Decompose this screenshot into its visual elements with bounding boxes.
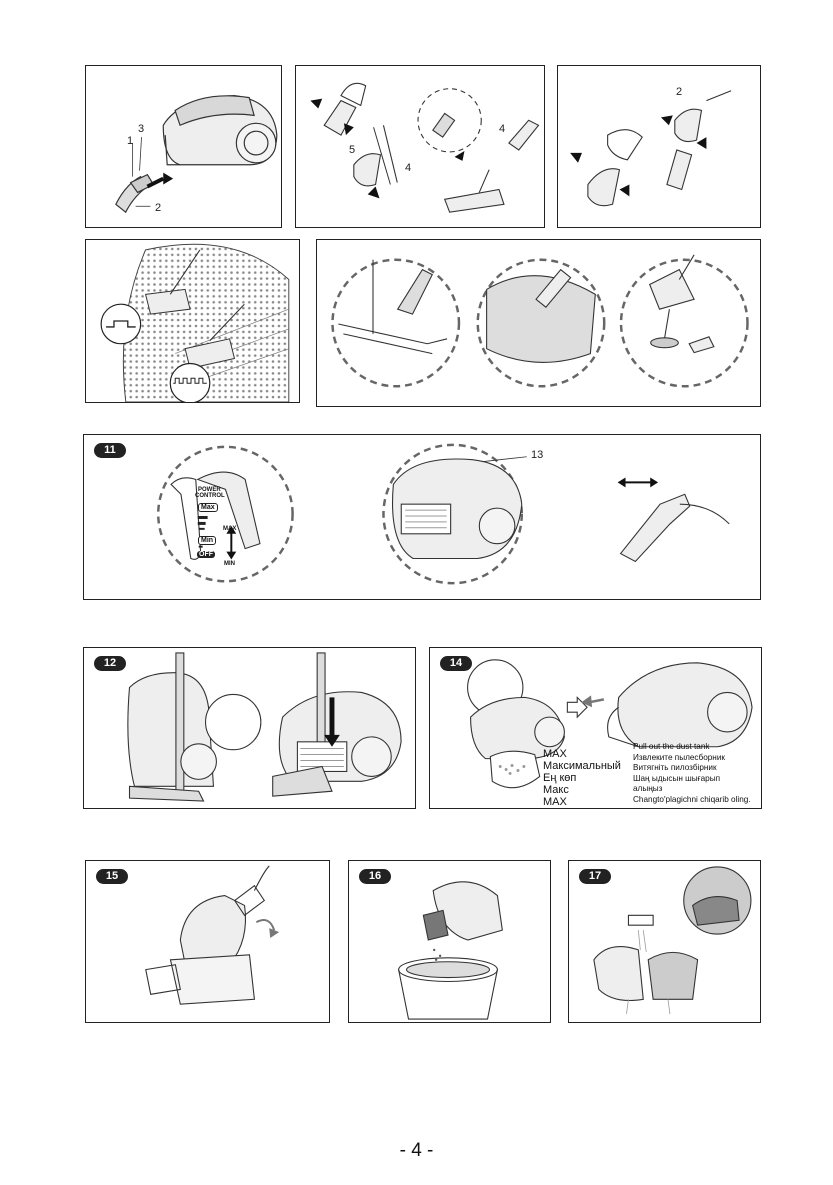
panel-crevice-tools (316, 239, 761, 407)
panel-tube-and-nozzle: 5 4 4 (295, 65, 545, 228)
vacuum-hose-illustration (115, 95, 278, 214)
dust-tank-illustration (467, 659, 753, 789)
max-label-uk: Макс (543, 784, 569, 796)
panel-11-power-control: 11 POWER CONTROL (83, 434, 761, 600)
instruction-ru: Извлеките пылесборник (633, 752, 725, 762)
step-badge: 12 (94, 656, 126, 671)
crevice-tools-illustration (331, 254, 749, 388)
panel-14-dust-tank: 14 (429, 647, 762, 809)
storage-illustration (127, 652, 402, 802)
step-badge: 16 (359, 869, 391, 884)
step-badge: 15 (96, 869, 128, 884)
power-control-illustration (156, 443, 730, 585)
callout-3: 3 (138, 123, 145, 135)
instruction-uk: Витягніть пилозбірник (633, 763, 717, 772)
panel-16-empty-tank: 16 (348, 860, 551, 1023)
max-label-uz: MAX (543, 796, 567, 808)
power-level-max: Max (198, 503, 218, 512)
instruction-en: Pull out the dust tank (633, 742, 710, 751)
panel-17-wash-tank: 17 (568, 860, 761, 1023)
pull-out-instructions: Pull out the dust tank Извлеките пылесбо… (633, 742, 751, 805)
callout-13: 13 (531, 449, 544, 461)
callout-1: 1 (127, 135, 134, 147)
page-number: - 4 - (399, 1140, 434, 1161)
step-badge: 17 (579, 869, 611, 884)
power-level-off: OFF (197, 551, 215, 558)
step-badge: 11 (94, 443, 126, 458)
arrow-label-max: MAX (223, 526, 237, 532)
power-level-min: Min (198, 536, 217, 545)
step-badge: 14 (440, 656, 472, 671)
callout-5: 5 (349, 144, 356, 156)
panel-12-storage: 12 (83, 647, 416, 809)
callout-4b: 4 (499, 123, 506, 135)
floor-nozzle-illustration (100, 243, 290, 402)
arrow-label-min: MIN (224, 561, 235, 567)
callout-2: 2 (155, 202, 162, 214)
panel-hose-connection: 1 3 2 (85, 65, 282, 228)
max-label-kk: Ең көп (543, 772, 577, 784)
open-tank-illustration (145, 865, 280, 1005)
wash-tank-illustration (593, 866, 752, 1015)
callout-2: 2 (676, 86, 683, 98)
tube-release-illustration (570, 90, 732, 207)
power-control-title-1: POWER (198, 487, 221, 493)
tube-nozzle-illustration (310, 82, 540, 213)
instruction-kk-2: алыңыз (633, 784, 663, 793)
power-control-title-2: CONTROL (195, 493, 225, 499)
max-label-ru: Максимальный (543, 760, 621, 772)
callout-4a: 4 (405, 162, 412, 174)
panel-15-open-tank: 15 (85, 860, 330, 1023)
instruction-uz: Changto'plagichni chiqarib oling. (633, 794, 751, 804)
max-label-en: MAX (543, 748, 567, 760)
panel-floor-nozzle (85, 239, 300, 403)
empty-tank-illustration (398, 881, 503, 1020)
instruction-kk-1: Шаң ыдысын шығарып (633, 773, 721, 783)
panel-tube-release: 2 (557, 65, 761, 228)
max-fill-labels: MAX Максимальный Ең көп Макс MAX (543, 748, 621, 808)
